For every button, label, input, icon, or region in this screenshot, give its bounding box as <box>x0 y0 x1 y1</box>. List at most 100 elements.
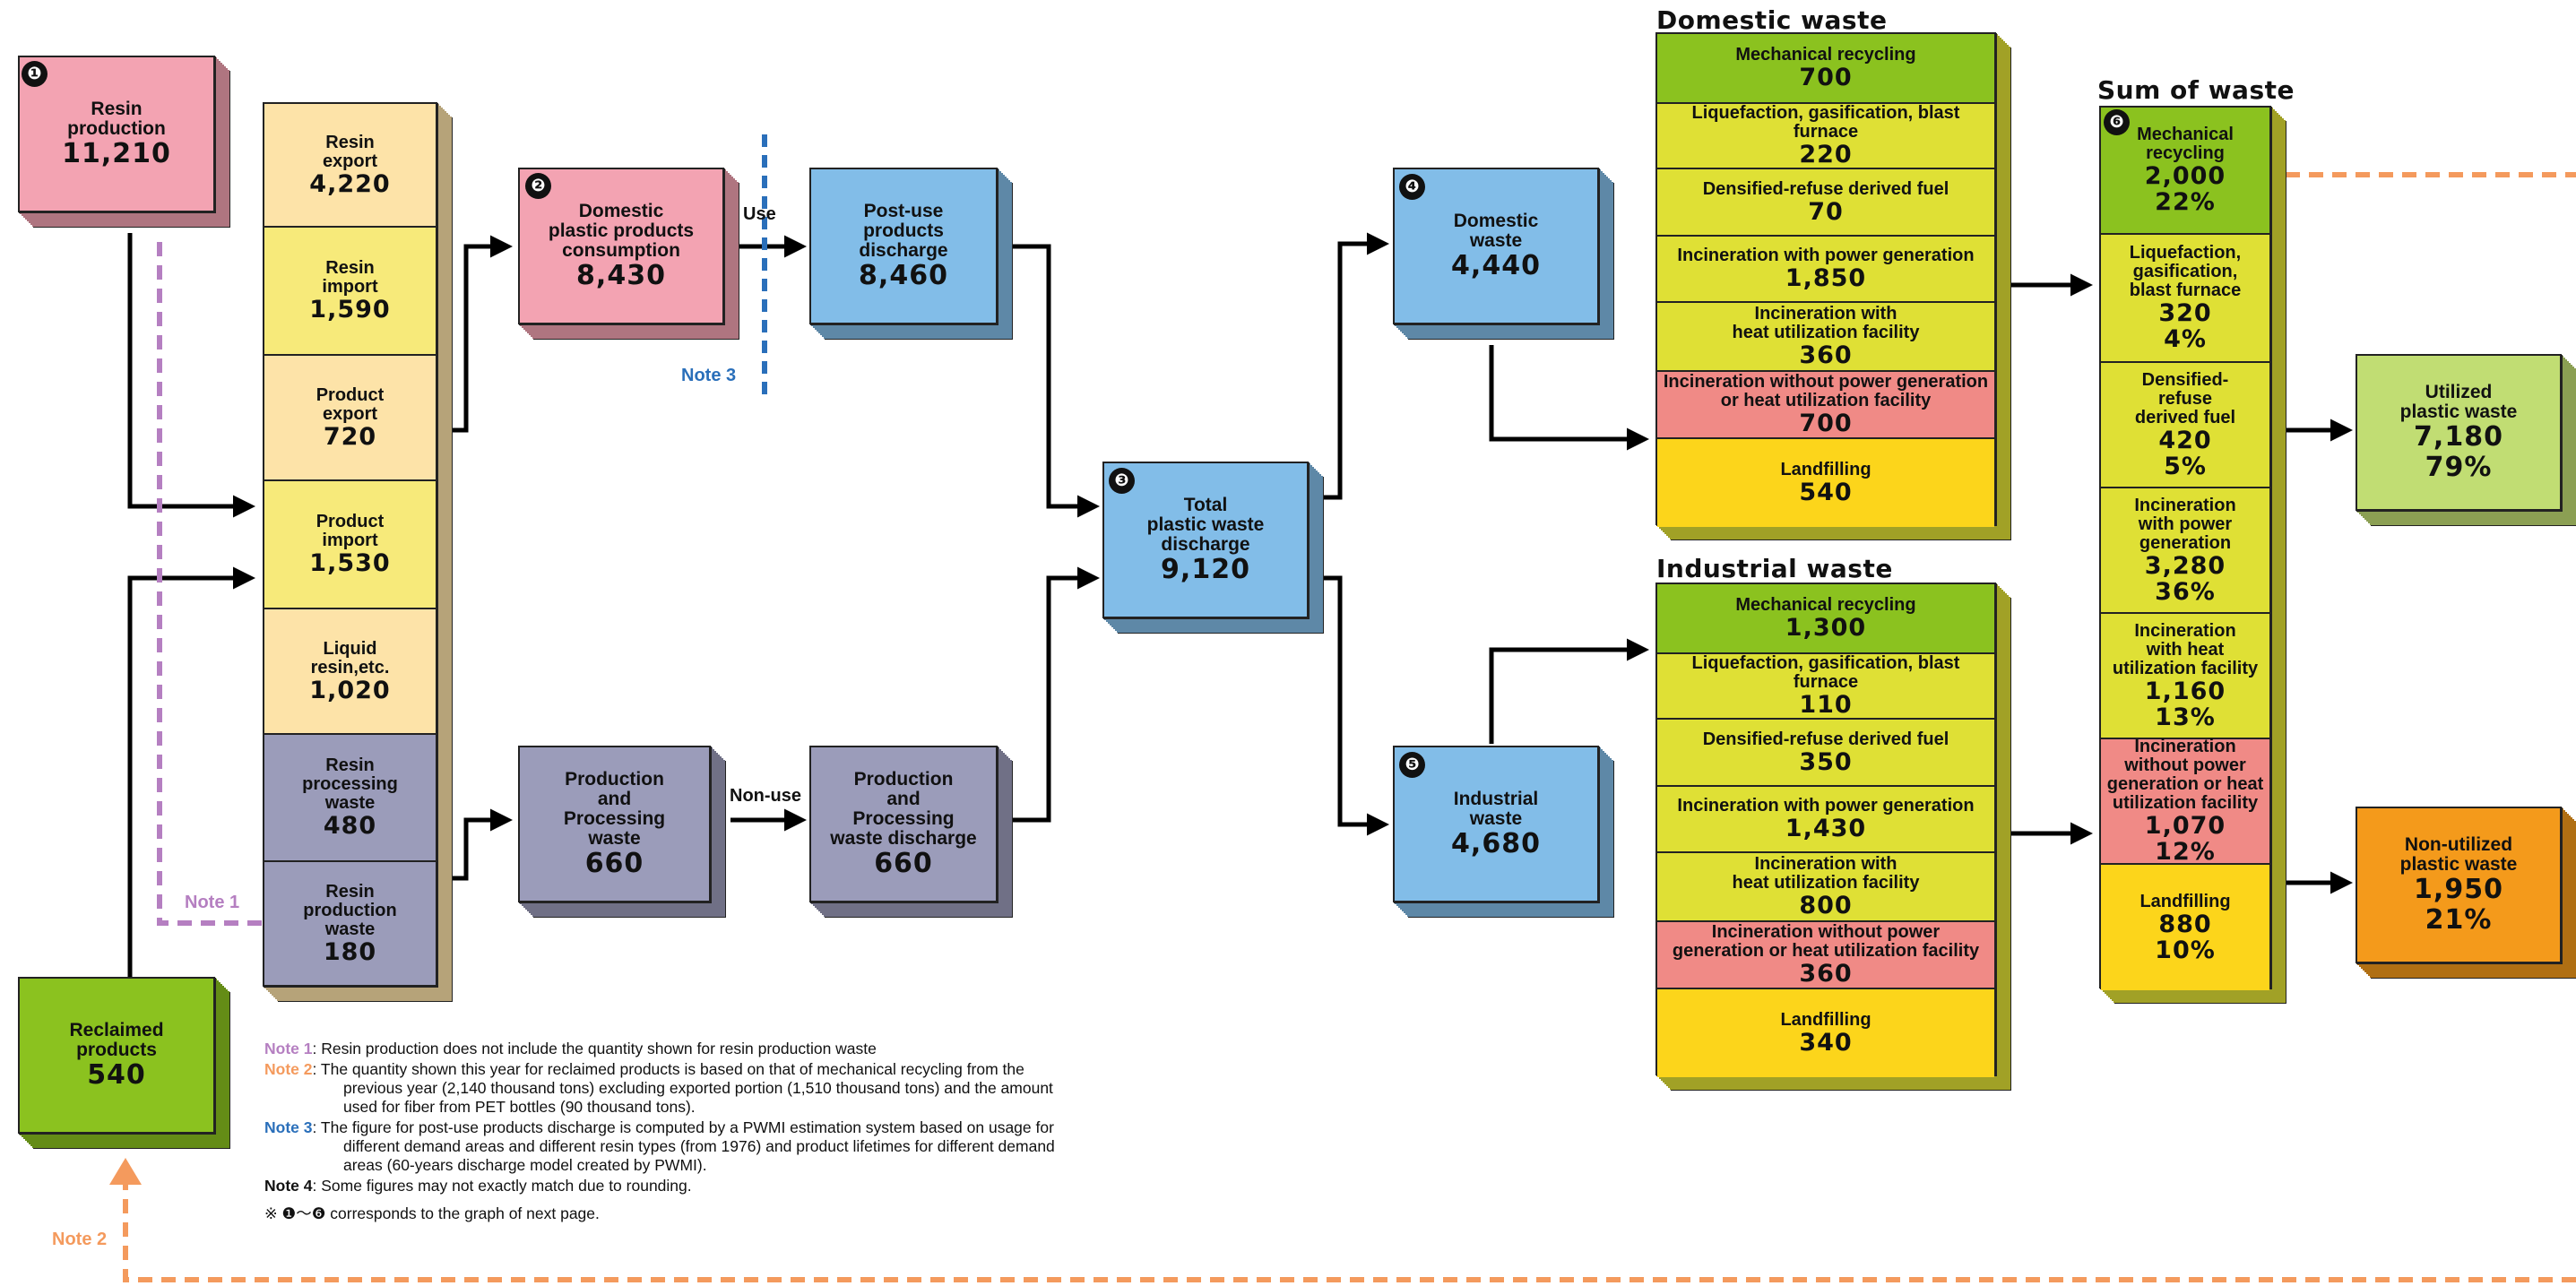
row-label: Mechanical recycling <box>2137 125 2234 163</box>
row-value: 360 <box>1799 960 1853 988</box>
note-3-tag: Note 3 <box>264 1118 313 1136</box>
note-4-tag: Note 4 <box>264 1177 313 1195</box>
stack-liquid-resin: Liquid resin,etc. 1,020 <box>263 609 437 735</box>
badge-4: ❹ <box>1399 174 1425 200</box>
stack-resin-production-waste: Resin production waste 180 <box>263 862 437 987</box>
stack-label: Liquid resin,etc. <box>310 638 390 678</box>
domestic-row-rdf: Densified-refuse derived fuel 70 <box>1657 169 1994 237</box>
domestic-row-incineration-unused: Incineration without power generation or… <box>1657 372 1994 439</box>
notes-section: Note 1: Resin production does not includ… <box>264 1040 1071 1225</box>
row-value: 320 <box>2158 299 2212 327</box>
row-label: Liquefaction, gasification, blast furnac… <box>2129 243 2242 300</box>
note-1: Note 1: Resin production does not includ… <box>264 1040 1071 1058</box>
row-label: Incineration with power generation <box>2134 495 2236 553</box>
note-2: Note 2: The quantity shown this year for… <box>264 1060 1071 1117</box>
row-value: 700 <box>1799 64 1853 91</box>
domestic-consumption-box: Domestic plastic products consumption 8,… <box>518 168 724 324</box>
arrow-domestic-to-block <box>1489 345 1649 451</box>
domestic-row-mechanical-recycling: Mechanical recycling 700 <box>1657 34 1994 104</box>
arrow-proddischarge-to-total <box>1001 566 1100 823</box>
sum-row-rdf: Densified- refuse derived fuel 420 5% <box>2101 363 2269 488</box>
production-waste-value: 660 <box>584 847 644 879</box>
industrial-waste-box: Industrial waste 4,680 <box>1393 746 1599 902</box>
note1-connector <box>157 242 264 926</box>
post-use-value: 8,460 <box>859 259 948 291</box>
row-value: 2,000 <box>2144 162 2226 190</box>
row-label: Incineration with power generation <box>1677 796 1975 816</box>
use-label: Use <box>743 204 776 224</box>
stack-resin-export: Resin export 4,220 <box>263 102 437 228</box>
row-value: 70 <box>1808 197 1844 226</box>
sum-row-power: Incineration with power generation 3,280… <box>2101 488 2269 614</box>
row-label: Landfilling <box>1780 460 1871 479</box>
industrial-row-liquefaction: Liquefaction, gasification, blast furnac… <box>1657 654 1994 720</box>
note2-connector <box>123 172 2576 1282</box>
note2-tag: Note 2 <box>52 1230 108 1249</box>
production-processing-waste-box: Production and Processing waste 660 <box>518 746 711 902</box>
utilized-waste-box: Utilized plastic waste 7,180 79% <box>2356 354 2562 511</box>
industrial-treatment-block: Mechanical recycling 1,300 Liquefaction,… <box>1655 583 1996 1077</box>
row-label: Liquefaction, gasification, blast furnac… <box>1691 653 1960 692</box>
industrial-row-power: Incineration with power generation 1,430 <box>1657 787 1994 853</box>
stack-resin-import: Resin import 1,590 <box>263 228 437 356</box>
domestic-treatment-block: Mechanical recycling 700 Liquefaction, g… <box>1655 32 1996 527</box>
row-percent: 5% <box>2164 452 2207 480</box>
stack-value: 4,220 <box>309 169 391 198</box>
note-4-text: : Some figures may not exactly match due… <box>312 1177 692 1195</box>
row-value: 1,850 <box>1785 264 1867 292</box>
row-label: Densified-refuse derived fuel <box>1702 729 1949 749</box>
production-waste-label: Production and Processing waste <box>563 768 666 849</box>
badge-6: ❻ <box>2104 109 2130 135</box>
row-value: 110 <box>1799 691 1853 719</box>
total-value: 9,120 <box>1161 553 1250 585</box>
row-label: Densified-refuse derived fuel <box>1702 178 1949 199</box>
row-label: Incineration with heat utilization facil… <box>1732 854 1920 893</box>
row-value: 700 <box>1799 410 1853 437</box>
note-2-tag: Note 2 <box>264 1060 313 1078</box>
badge-1: ❶ <box>22 61 48 87</box>
stack-label: Resin export <box>322 132 378 171</box>
stack-label: Resin processing waste <box>302 755 398 813</box>
row-label: Incineration with heat utilization facil… <box>2112 620 2259 678</box>
non-utilized-value: 1,950 <box>2414 873 2503 905</box>
sum-row-landfilling: Landfilling 880 10% <box>2101 865 2269 990</box>
footnote: ※ ❶〜❻ corresponds to the graph of next p… <box>264 1204 600 1222</box>
industrial-row-landfilling: Landfilling 340 <box>1657 989 1994 1077</box>
domestic-consumption-label: Domestic plastic products consumption <box>548 200 695 261</box>
note1-tag: Note 1 <box>185 893 240 912</box>
reclaimed-label: Reclaimed products <box>69 1019 164 1060</box>
non-utilized-waste-box: Non-utilized plastic waste 1,950 21% <box>2356 807 2562 963</box>
row-value: 350 <box>1799 747 1853 776</box>
note-2-text: : The quantity shown this year for recla… <box>312 1060 1053 1116</box>
stack-value: 480 <box>323 812 377 840</box>
sum-row-mechanical-recycling: Mechanical recycling 2,000 22% <box>2101 108 2269 235</box>
stack-label: Product export <box>316 384 385 424</box>
row-value: 340 <box>1799 1029 1853 1057</box>
resin-production-value: 11,210 <box>62 137 171 169</box>
sum-row-liquefaction: Liquefaction, gasification, blast furnac… <box>2101 235 2269 363</box>
row-percent: 10% <box>2155 936 2216 964</box>
row-value: 800 <box>1799 892 1853 919</box>
industrial-row-heat: Incineration with heat utilization facil… <box>1657 853 1994 922</box>
utilized-value: 7,180 <box>2414 420 2503 453</box>
stack-value: 1,590 <box>309 296 391 324</box>
utilized-percent: 79% <box>2425 451 2493 483</box>
badge-3: ❸ <box>1109 468 1135 494</box>
row-label: Incineration without power generation or… <box>1663 372 1989 410</box>
note-4: Note 4: Some figures may not exactly mat… <box>264 1177 1071 1195</box>
row-percent: 13% <box>2155 703 2216 731</box>
note-1-tag: Note 1 <box>264 1040 313 1057</box>
row-value: 1,160 <box>2144 677 2226 705</box>
stack-label: Resin import <box>322 258 378 297</box>
row-percent: 36% <box>2155 577 2216 606</box>
row-value: 1,300 <box>1785 614 1867 642</box>
row-percent: 4% <box>2164 325 2207 353</box>
stack-value: 1,530 <box>309 549 391 577</box>
row-label: Mechanical recycling <box>1735 595 1916 615</box>
sum-of-waste-title: Sum of waste <box>2097 75 2295 105</box>
stack-product-export: Product export 720 <box>263 356 437 481</box>
row-value: 220 <box>1799 141 1853 168</box>
domestic-waste-value: 4,440 <box>1451 249 1541 281</box>
non-utilized-label: Non-utilized plastic waste <box>2399 833 2518 875</box>
domestic-waste-title: Domestic waste <box>1656 5 1888 35</box>
